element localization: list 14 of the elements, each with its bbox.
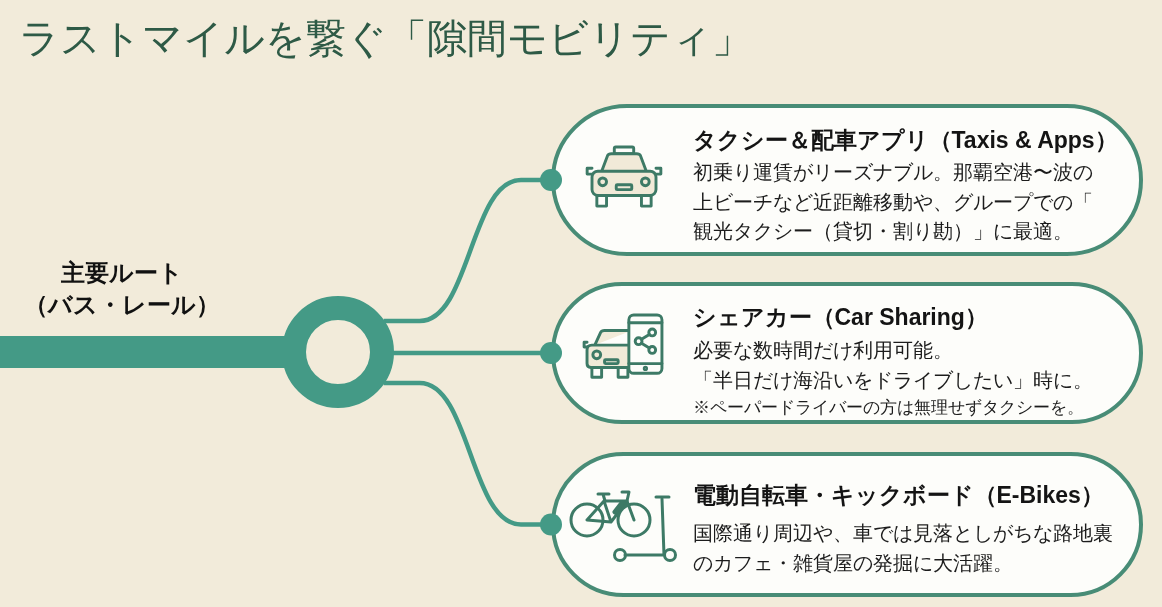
hub-ring — [282, 296, 394, 408]
card-text: 必要な数時間だけ利用可能。 — [692, 338, 953, 363]
branch-line — [383, 380, 562, 536]
card-heading: タクシー＆配車アプリ（Taxis & Apps） — [692, 126, 1118, 155]
card-text: 初乗り運賃がリーズナブル。那覇空港〜波の上ビーチなど近距離移動や、グループでの「観光タクシー（貸切・割り勘）」に最適。 — [692, 160, 1094, 244]
card-text: 「半日だけ海沿いをドライブしたい」時に。 — [692, 367, 1093, 393]
title: ラストマイルを繋ぐ「隙間モビリティ」 — [19, 15, 752, 62]
card-text: 国際通り周辺や、車では見落としがちな路地裏のカフェ・雑貨屋の発掘に大活躍。 — [692, 521, 1114, 576]
note-text: ※ペーパードライバーの方は無理せずタクシーを。 — [692, 396, 1084, 419]
branch-line — [383, 169, 562, 324]
card-heading: シェアカー（Car Sharing） — [692, 303, 988, 332]
card-heading: 電動自転車・キックボード（E-Bikes） — [692, 481, 1104, 510]
thick-route-line — [0, 336, 285, 368]
branch-line — [393, 342, 562, 364]
